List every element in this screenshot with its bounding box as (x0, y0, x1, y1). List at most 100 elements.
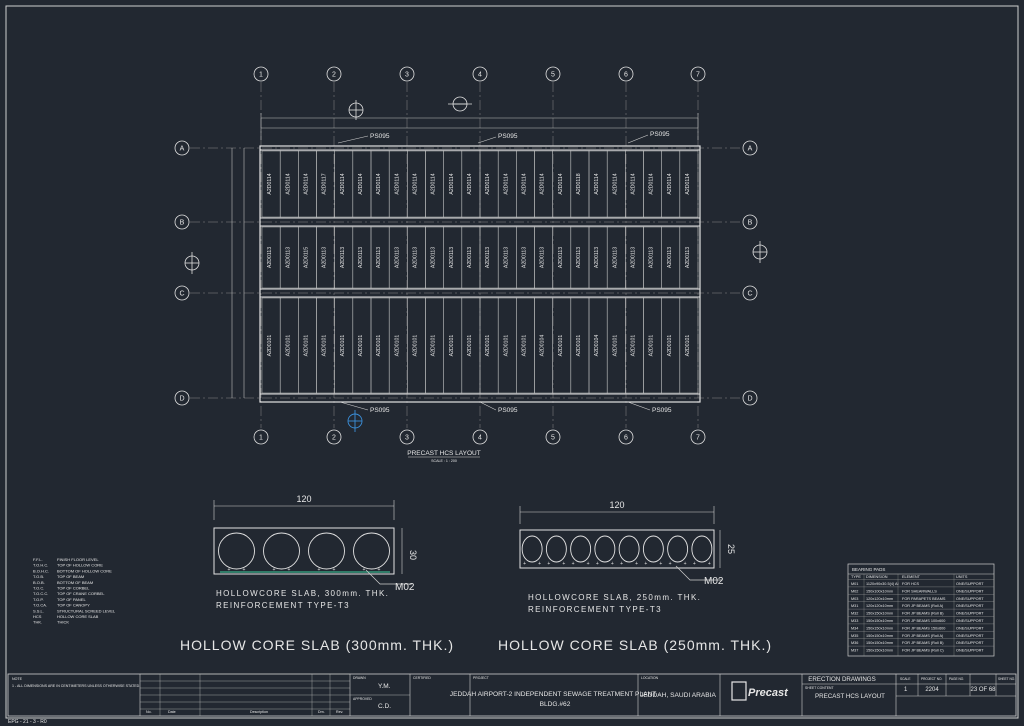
strand-mark: + (620, 561, 623, 567)
slab-mark: A2D0113 (322, 247, 328, 268)
bp-cell: FOR JP BEAMS (Roll C) (902, 649, 944, 653)
core-void (218, 532, 255, 570)
grid-bubble-col-6: 6 (618, 429, 634, 445)
core-void (618, 535, 640, 563)
grid-bubble-row-B: B (742, 214, 758, 230)
grid-bubble-label: C (747, 291, 752, 298)
section-width-dim: 120 (609, 500, 624, 510)
grid-bubble-col-1: 1 (253, 66, 269, 82)
callout-ps095-bottom-left: PS095 (339, 401, 390, 414)
certified-label: CERTIFIED (413, 676, 431, 680)
core-void (642, 535, 664, 563)
bp-cell: ONE/SUPPORT (956, 597, 984, 601)
grid-bubble-label: 6 (624, 72, 628, 79)
slab-mark: A2D0113 (685, 247, 691, 268)
callout-ps095-top-left: PS095 (337, 133, 390, 144)
bp-cell: ONE/SUPPORT (956, 582, 984, 586)
bp-cell: M01 (851, 582, 858, 586)
legend-abbr: THK. (33, 620, 42, 625)
slab-mark: A2D0101 (322, 335, 328, 357)
core-void (263, 532, 300, 570)
legend-abbr: T.O.CA. (33, 603, 47, 608)
slab-mark: A2D0114 (303, 173, 309, 194)
bp-cell: M36 (851, 641, 858, 645)
bp-cell: M03 (851, 597, 858, 601)
slab-mark: A2D0101 (340, 335, 346, 357)
grid-bubble-row-C: C (742, 285, 758, 301)
strand-mark: + (547, 561, 550, 567)
slab-mark: A2D0114 (285, 173, 291, 194)
legend-meaning: THICK (57, 620, 69, 625)
drawing-type: ERECTION DRAWINGS (808, 676, 876, 683)
grid-bubble-row-D: D (174, 390, 190, 406)
bp-header: TYPE (851, 575, 861, 579)
drawn-value: Y.M. (378, 683, 391, 690)
slab-mark: A2D0117 (322, 173, 328, 194)
bp-cell: 150x150x10mm (866, 612, 893, 616)
slab-section-250 (519, 529, 715, 569)
grid-bubble-label: 1 (259, 72, 263, 79)
grid-bubble-label: D (179, 396, 184, 403)
section-marker-left (184, 252, 200, 274)
bp-cell: FOR HCS (902, 582, 920, 586)
bp-cell: 120x120x10mm (866, 604, 893, 608)
slab-mark: A2D0118 (576, 173, 582, 194)
slab-mark: A2D0101 (485, 335, 491, 357)
grid-bubble-row-C: C (174, 285, 190, 301)
strand-mark: + (243, 567, 246, 573)
section-title: HOLLOW CORE SLAB (250mm. THK.) (498, 637, 772, 653)
hcs-strip (679, 297, 699, 394)
legend-abbr: HCS (33, 614, 42, 619)
slab-mark: A2D0101 (267, 335, 273, 357)
callout-ps095-bottom-mid: PS095 (479, 401, 518, 414)
grid-bubble-label: 5 (551, 72, 555, 79)
bp-cell: 150x150x10mm (866, 641, 893, 645)
hcs-strip (679, 226, 699, 289)
slab-mark: A2D0101 (412, 335, 418, 357)
beam-lines (260, 145, 700, 403)
strand-mark: + (708, 561, 711, 567)
legend-abbr: B.O.B. (33, 580, 45, 585)
bp-cell: M31 (851, 604, 858, 608)
scale-value: 1 (904, 687, 908, 693)
slab-mark: A2D0113 (431, 247, 437, 268)
slab-mark: A2D0114 (630, 173, 636, 194)
slab-mark: A2D0101 (685, 335, 691, 357)
company-name: Precast (748, 687, 789, 699)
slab-mark: A2D0114 (267, 173, 273, 194)
location-value: JEDDAH, SAUDI ARABIA (640, 692, 716, 699)
slab-mark: A2D0101 (467, 335, 473, 357)
rev-col-desc: Description (250, 710, 268, 714)
slab-mark: A2D0113 (467, 247, 473, 268)
grid-bubble-row-B: B (174, 214, 190, 230)
strand-mark: + (596, 561, 599, 567)
legend-meaning: STRUCTURAL SCREED LEVEL (57, 608, 116, 613)
bp-cell: ONE/SUPPORT (956, 626, 984, 630)
section-height-dim: 30 (408, 550, 418, 560)
slab-mark: A2D0113 (412, 247, 418, 268)
layout-title: PRECAST HCS LAYOUT (407, 450, 480, 457)
slab-mark: A2D0113 (449, 247, 455, 268)
slab-mark: A2D0114 (449, 173, 455, 194)
project-line2: BLDG.#62 (540, 701, 571, 708)
slab-mark: A2D0114 (649, 173, 655, 194)
bp-cell: FOR JP BEAMS 100x600 (902, 619, 945, 623)
bp-cell: 1120x90x30.5(4) Al (866, 582, 899, 586)
strand-mark: + (288, 567, 291, 573)
section-title: HOLLOW CORE SLAB (300mm. THK.) (180, 637, 454, 653)
rev-col-drn: Drn. (318, 710, 325, 714)
slab-mark: A2D0104 (594, 335, 600, 357)
strand-mark: + (611, 561, 614, 567)
bp-cell: M35 (851, 634, 858, 638)
bp-cell: ONE/SUPPORT (956, 612, 984, 616)
grid-bubble-label: A (748, 146, 753, 153)
strand-mark: + (562, 561, 565, 567)
section-desc-line1: HOLLOWCORE SLAB, 300mm. THK. (216, 589, 389, 598)
approved-label: APPROVED (353, 697, 372, 701)
slab-mark: A2D0101 (521, 335, 527, 357)
legend-abbr: S.S.L. (33, 608, 44, 613)
sheet-border (5, 5, 1019, 719)
core-void (308, 532, 345, 570)
note-text: 1 - ALL DIMENSIONS ARE IN CENTIMETERS UN… (12, 684, 140, 688)
sheet-no-label: SHEET NO. (998, 677, 1015, 681)
